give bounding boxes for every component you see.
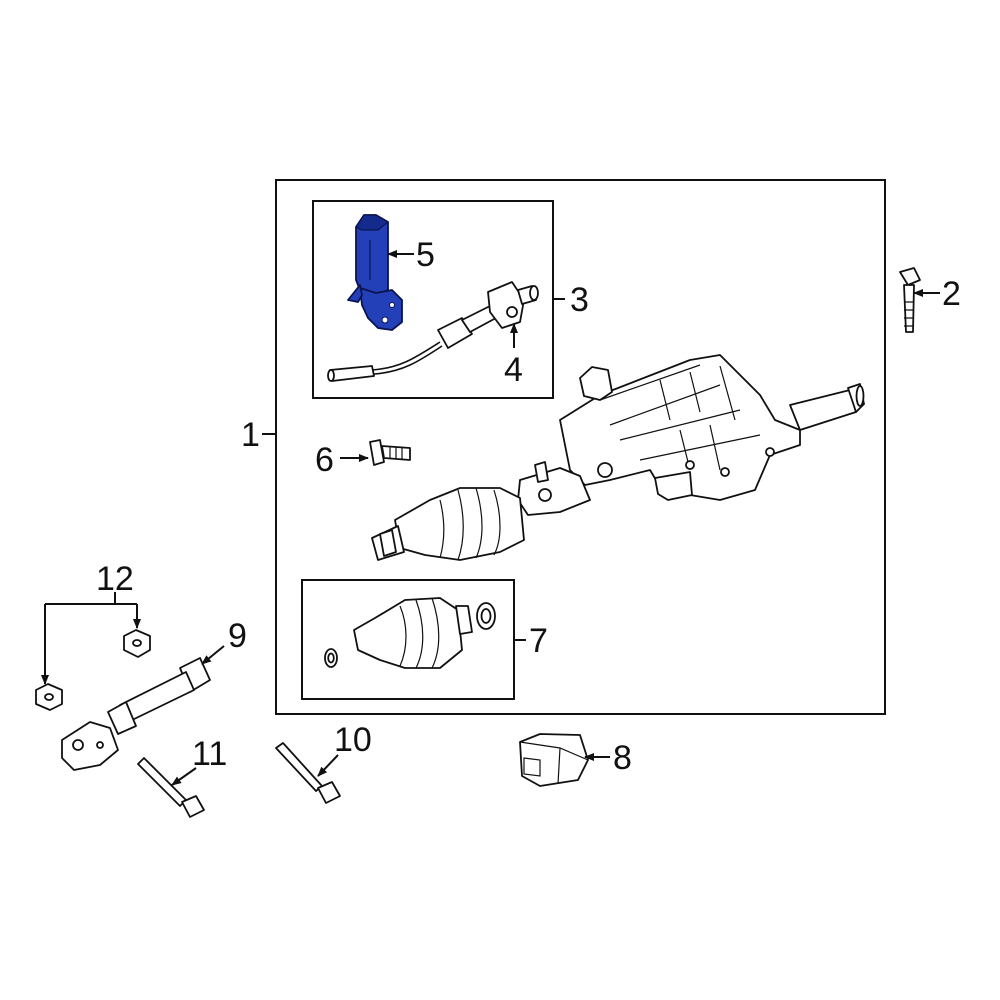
callout-11: 11	[192, 735, 227, 773]
part-8-control-module[interactable]	[519, 733, 589, 787]
part-5-adjust-motor[interactable]	[347, 214, 403, 331]
callout-12: 12	[96, 560, 134, 598]
part-11-bolt[interactable]	[137, 757, 205, 818]
callout-5: 5	[416, 236, 435, 274]
callout-7: 7	[529, 622, 548, 660]
part-6-bolt[interactable]	[369, 439, 411, 466]
callout-1: 1	[241, 416, 260, 454]
leader-lines	[41, 250, 940, 786]
part-9-intermediate-shaft[interactable]	[61, 657, 211, 771]
part-10-bolt[interactable]	[275, 742, 341, 804]
callout-2: 2	[942, 275, 961, 313]
part-2-bolt[interactable]	[899, 267, 921, 333]
callout-8: 8	[613, 739, 632, 777]
callout-6: 6	[315, 441, 334, 479]
part-3-cable-assembly[interactable]	[327, 281, 539, 382]
callout-10: 10	[334, 721, 372, 759]
steering-column-assembly[interactable]	[371, 354, 865, 561]
callout-9: 9	[228, 617, 247, 655]
part-12-nut-lower[interactable]	[35, 683, 63, 711]
callout-3: 3	[570, 281, 589, 319]
assembly-frame	[275, 179, 886, 715]
part-12-nut-upper[interactable]	[123, 629, 151, 658]
callout-4: 4	[504, 351, 523, 389]
part-7-boot-kit[interactable]	[324, 597, 496, 669]
